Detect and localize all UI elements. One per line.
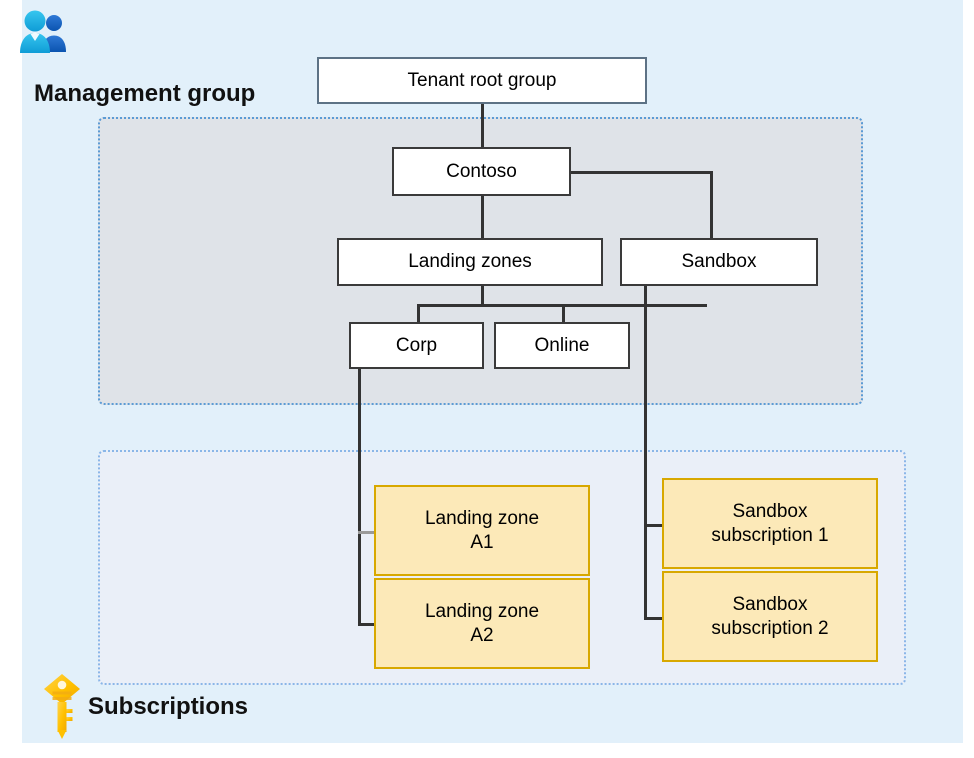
node-contoso-label: Contoso [446, 160, 517, 182]
node-landing-zone-a1-label: Landing zone A1 [424, 507, 540, 553]
node-contoso[interactable]: Contoso [392, 147, 571, 196]
node-landing-zone-a2[interactable]: Landing zone A2 [374, 578, 590, 669]
node-online-label: Online [534, 334, 590, 356]
node-corp-label: Corp [395, 334, 438, 356]
node-landing-zones[interactable]: Landing zones [337, 238, 603, 286]
edge-sandbox-to-sub2 [644, 617, 666, 620]
edge-landingzones-to-online [562, 304, 565, 326]
edge-root-to-contoso [481, 103, 484, 148]
edge-contoso-to-landingzones [481, 195, 484, 238]
node-sandbox-subscription-2-label: Sandbox subscription 2 [711, 593, 829, 639]
management-group-label: Management group [34, 80, 256, 107]
people-icon [18, 10, 70, 54]
edge-corp-to-lz-a2 [358, 623, 378, 626]
node-tenant-root-group[interactable]: Tenant root group [317, 57, 647, 104]
key-icon [40, 672, 88, 740]
edge-corp-descender [358, 369, 361, 626]
edge-contoso-to-sandbox-horizontal [570, 171, 713, 174]
node-corp[interactable]: Corp [349, 322, 484, 369]
edge-sandbox-descender [644, 286, 647, 620]
node-online[interactable]: Online [494, 322, 630, 369]
node-sandbox-subscription-1[interactable]: Sandbox subscription 1 [662, 478, 878, 569]
node-sandbox-subscription-2[interactable]: Sandbox subscription 2 [662, 571, 878, 662]
edge-landingzones-to-corp [417, 304, 420, 326]
node-sandbox-subscription-1-label: Sandbox subscription 1 [711, 500, 829, 546]
node-landing-zones-label: Landing zones [408, 251, 532, 273]
edge-corp-to-lz-a1 [358, 531, 376, 534]
edge-landingzones-stem [481, 286, 484, 306]
edge-contoso-to-sandbox-vertical [710, 171, 713, 239]
node-tenant-root-group-label: Tenant root group [407, 69, 557, 91]
node-sandbox[interactable]: Sandbox [620, 238, 818, 286]
subscriptions-label: Subscriptions [88, 693, 249, 720]
node-landing-zone-a1[interactable]: Landing zone A1 [374, 485, 590, 576]
node-sandbox-label: Sandbox [681, 251, 757, 273]
edge-sandbox-to-sub1 [644, 524, 666, 527]
node-landing-zone-a2-label: Landing zone A2 [424, 600, 540, 646]
